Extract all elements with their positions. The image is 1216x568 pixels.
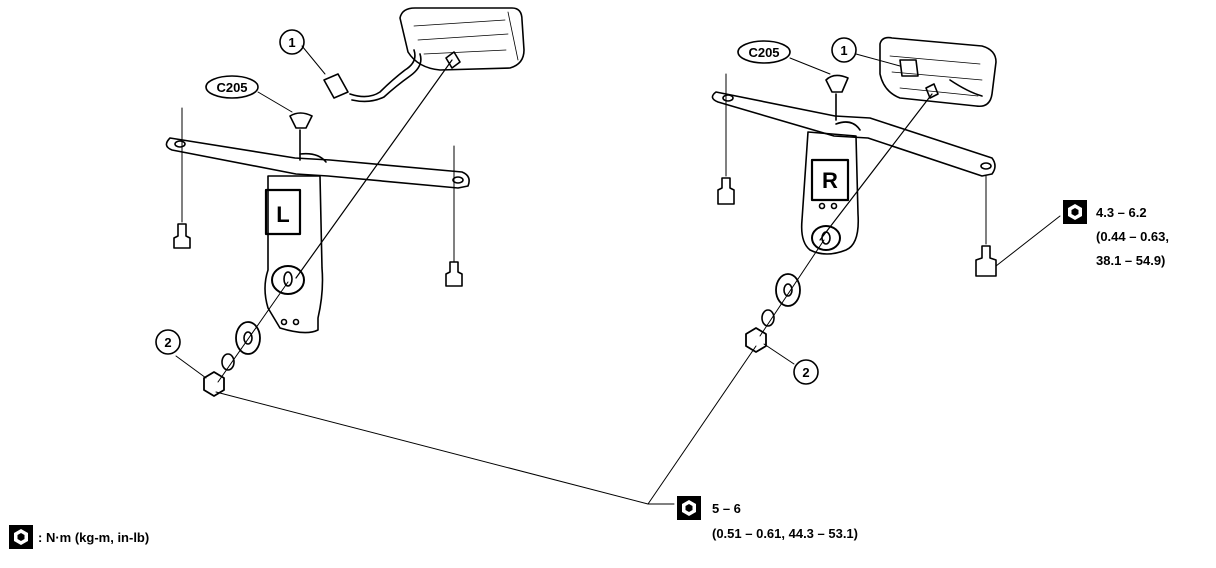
callout-oval-right-c205 <box>737 40 791 64</box>
torque-lower-line2: (0.51 – 0.61, 44.3 – 53.1) <box>712 526 858 541</box>
left-c205-clip <box>289 112 313 129</box>
left-harness <box>323 49 422 103</box>
callout-left-c205: C205 <box>216 80 247 95</box>
right-lock-washer <box>761 309 775 327</box>
right-bolt-line <box>819 93 933 241</box>
right-c205-clip <box>825 74 849 93</box>
left-nut <box>203 371 225 397</box>
left-stay <box>264 175 324 334</box>
right-lamp-housing <box>879 36 997 108</box>
side-mark-right: R <box>822 168 838 193</box>
torque-wrench-icon <box>677 496 701 520</box>
leader-torque-upper <box>995 215 1061 267</box>
right-connector <box>899 59 919 77</box>
leader-right-2 <box>763 343 795 365</box>
left-bolt-b <box>445 261 463 287</box>
callout-right-1: 1 <box>840 43 847 58</box>
callout-circle-left-2 <box>155 329 181 355</box>
side-mark-left: L <box>276 202 289 227</box>
callout-circle-right-1 <box>831 37 857 63</box>
callout-circle-left-1 <box>279 29 305 55</box>
callout-oval-left-c205 <box>205 75 259 99</box>
torque-lower-line1: 5 – 6 <box>712 501 741 516</box>
torque-wrench-icon <box>1063 200 1087 224</box>
legend-units: : N·m (kg-m, in-lb) <box>38 530 149 545</box>
leader-left-1 <box>301 45 326 75</box>
callout-right-c205: C205 <box>748 45 779 60</box>
left-flat-washer <box>235 321 261 355</box>
left-bracket-bar <box>165 137 470 189</box>
right-flat-washer <box>775 273 801 307</box>
leader-left-c205 <box>257 91 293 113</box>
right-nut <box>745 327 767 353</box>
right-bolt-b <box>975 245 997 277</box>
callout-left-1: 1 <box>288 35 295 50</box>
torque-wrench-icon <box>9 525 33 549</box>
left-lamp-bolt <box>445 51 461 69</box>
callout-left-2: 2 <box>164 335 171 350</box>
torque-upper-line1: 4.3 – 6.2 <box>1096 205 1147 220</box>
leader-left-2 <box>175 355 207 379</box>
right-stay <box>800 131 860 255</box>
leader-torque-lower-left <box>215 391 675 505</box>
torque-upper-line2: (0.44 – 0.63, <box>1096 229 1169 244</box>
torque-upper-line3: 38.1 – 54.9) <box>1096 253 1165 268</box>
leader-right-1 <box>855 53 901 67</box>
right-lamp-bolt <box>925 83 939 99</box>
right-bracket-bar <box>711 91 996 177</box>
right-bolt-a <box>717 177 735 205</box>
leader-torque-lower-right <box>647 345 757 505</box>
leader-right-c205 <box>789 57 831 75</box>
left-bolt-a <box>173 223 191 249</box>
left-lock-washer <box>221 353 235 371</box>
callout-right-2: 2 <box>802 365 809 380</box>
callout-circle-right-2 <box>793 359 819 385</box>
left-lamp-housing <box>399 7 525 71</box>
